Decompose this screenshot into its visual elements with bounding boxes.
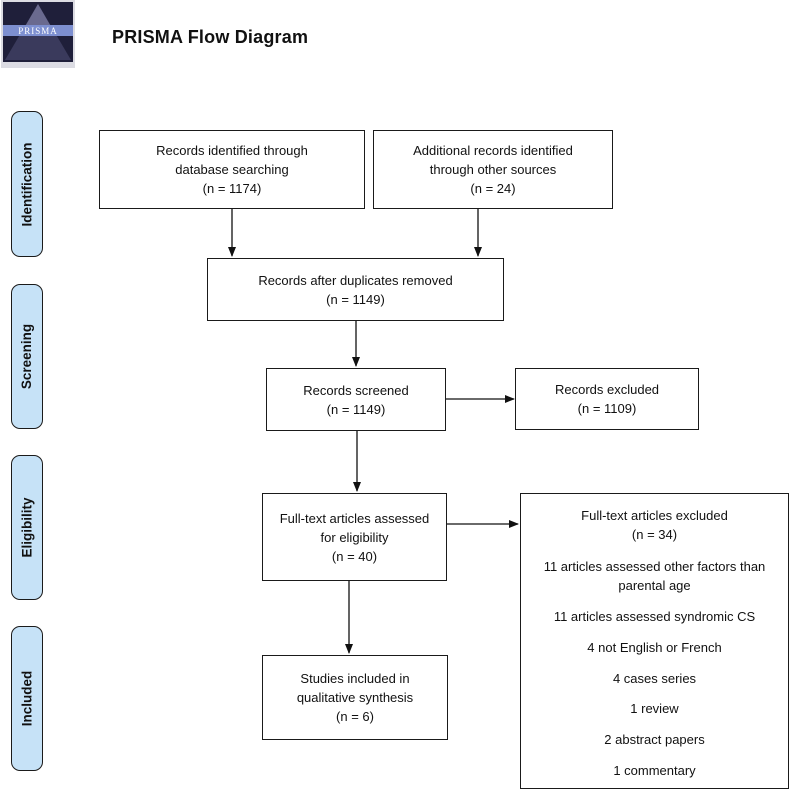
prisma-logo-graphic: PRISMA <box>1 0 75 68</box>
excluded-box: Records excluded (n = 1109) <box>515 368 699 430</box>
excluded-line1: Records excluded <box>554 382 660 397</box>
exclusion-reason-2: 11 articles assessed syndromic CS <box>553 609 756 624</box>
exclusion-reason-5: 1 review <box>630 701 679 716</box>
stage-identification: Identification <box>11 111 43 257</box>
exclusion-reason-7: 1 commentary <box>613 763 696 778</box>
other-sources-box: Additional records identified through ot… <box>373 130 613 209</box>
stage-identification-label: Identification <box>19 142 35 226</box>
excluded-count: (n = 1109) <box>577 401 637 416</box>
stage-included: Included <box>11 626 43 771</box>
fulltext-assessed-count: (n = 40) <box>331 548 378 564</box>
prisma-logo: PRISMA <box>1 0 75 68</box>
included-count: (n = 6) <box>336 709 374 724</box>
fulltext-assessed-line1: Full-text articles assessed <box>279 510 430 526</box>
included-box: Studies included in qualitative synthesi… <box>262 655 448 740</box>
included-line1: Studies included in <box>300 671 410 686</box>
db-search-count: (n = 1174) <box>202 181 262 196</box>
stage-included-label: Included <box>19 670 35 727</box>
exclusion-reason-3: 4 not English or French <box>587 640 722 655</box>
duplicates-removed-box: Records after duplicates removed (n = 11… <box>207 258 504 321</box>
stage-eligibility: Eligibility <box>11 455 43 600</box>
exclusion-reason-6: 2 abstract papers <box>604 732 705 747</box>
screened-line1: Records screened <box>303 382 409 398</box>
stage-screening: Screening <box>11 284 43 429</box>
exclusion-reason-1b: parental age <box>618 578 691 593</box>
fulltext-excluded-title: Full-text articles excluded <box>581 508 728 523</box>
fulltext-excluded-count: (n = 34) <box>631 527 678 542</box>
other-sources-line2: through other sources <box>429 162 557 177</box>
other-sources-count: (n = 24) <box>470 181 516 196</box>
db-search-box: Records identified through database sear… <box>99 130 365 209</box>
stage-eligibility-label: Eligibility <box>19 497 35 558</box>
stage-screening-label: Screening <box>19 323 35 390</box>
screened-box: Records screened (n = 1149) <box>266 368 446 431</box>
fulltext-assessed-box: Full-text articles assessed for eligibil… <box>262 493 447 581</box>
duplicates-removed-count: (n = 1149) <box>326 291 385 307</box>
page-title: PRISMA Flow Diagram <box>112 27 309 47</box>
duplicates-removed-line1: Records after duplicates removed <box>258 272 453 288</box>
logo-text: PRISMA <box>18 26 58 36</box>
fulltext-excluded-box: Full-text articles excluded (n = 34) 11 … <box>520 493 789 789</box>
fulltext-assessed-line2: for eligibility <box>320 529 389 545</box>
exclusion-reason-4: 4 cases series <box>612 671 697 686</box>
exclusion-reason-1a: 11 articles assessed other factors than <box>543 559 766 574</box>
included-line2: qualitative synthesis <box>296 690 414 705</box>
screened-count: (n = 1149) <box>326 401 386 417</box>
db-search-line1: Records identified through <box>156 143 308 158</box>
db-search-line2: database searching <box>175 162 289 177</box>
other-sources-line1: Additional records identified <box>413 143 573 158</box>
